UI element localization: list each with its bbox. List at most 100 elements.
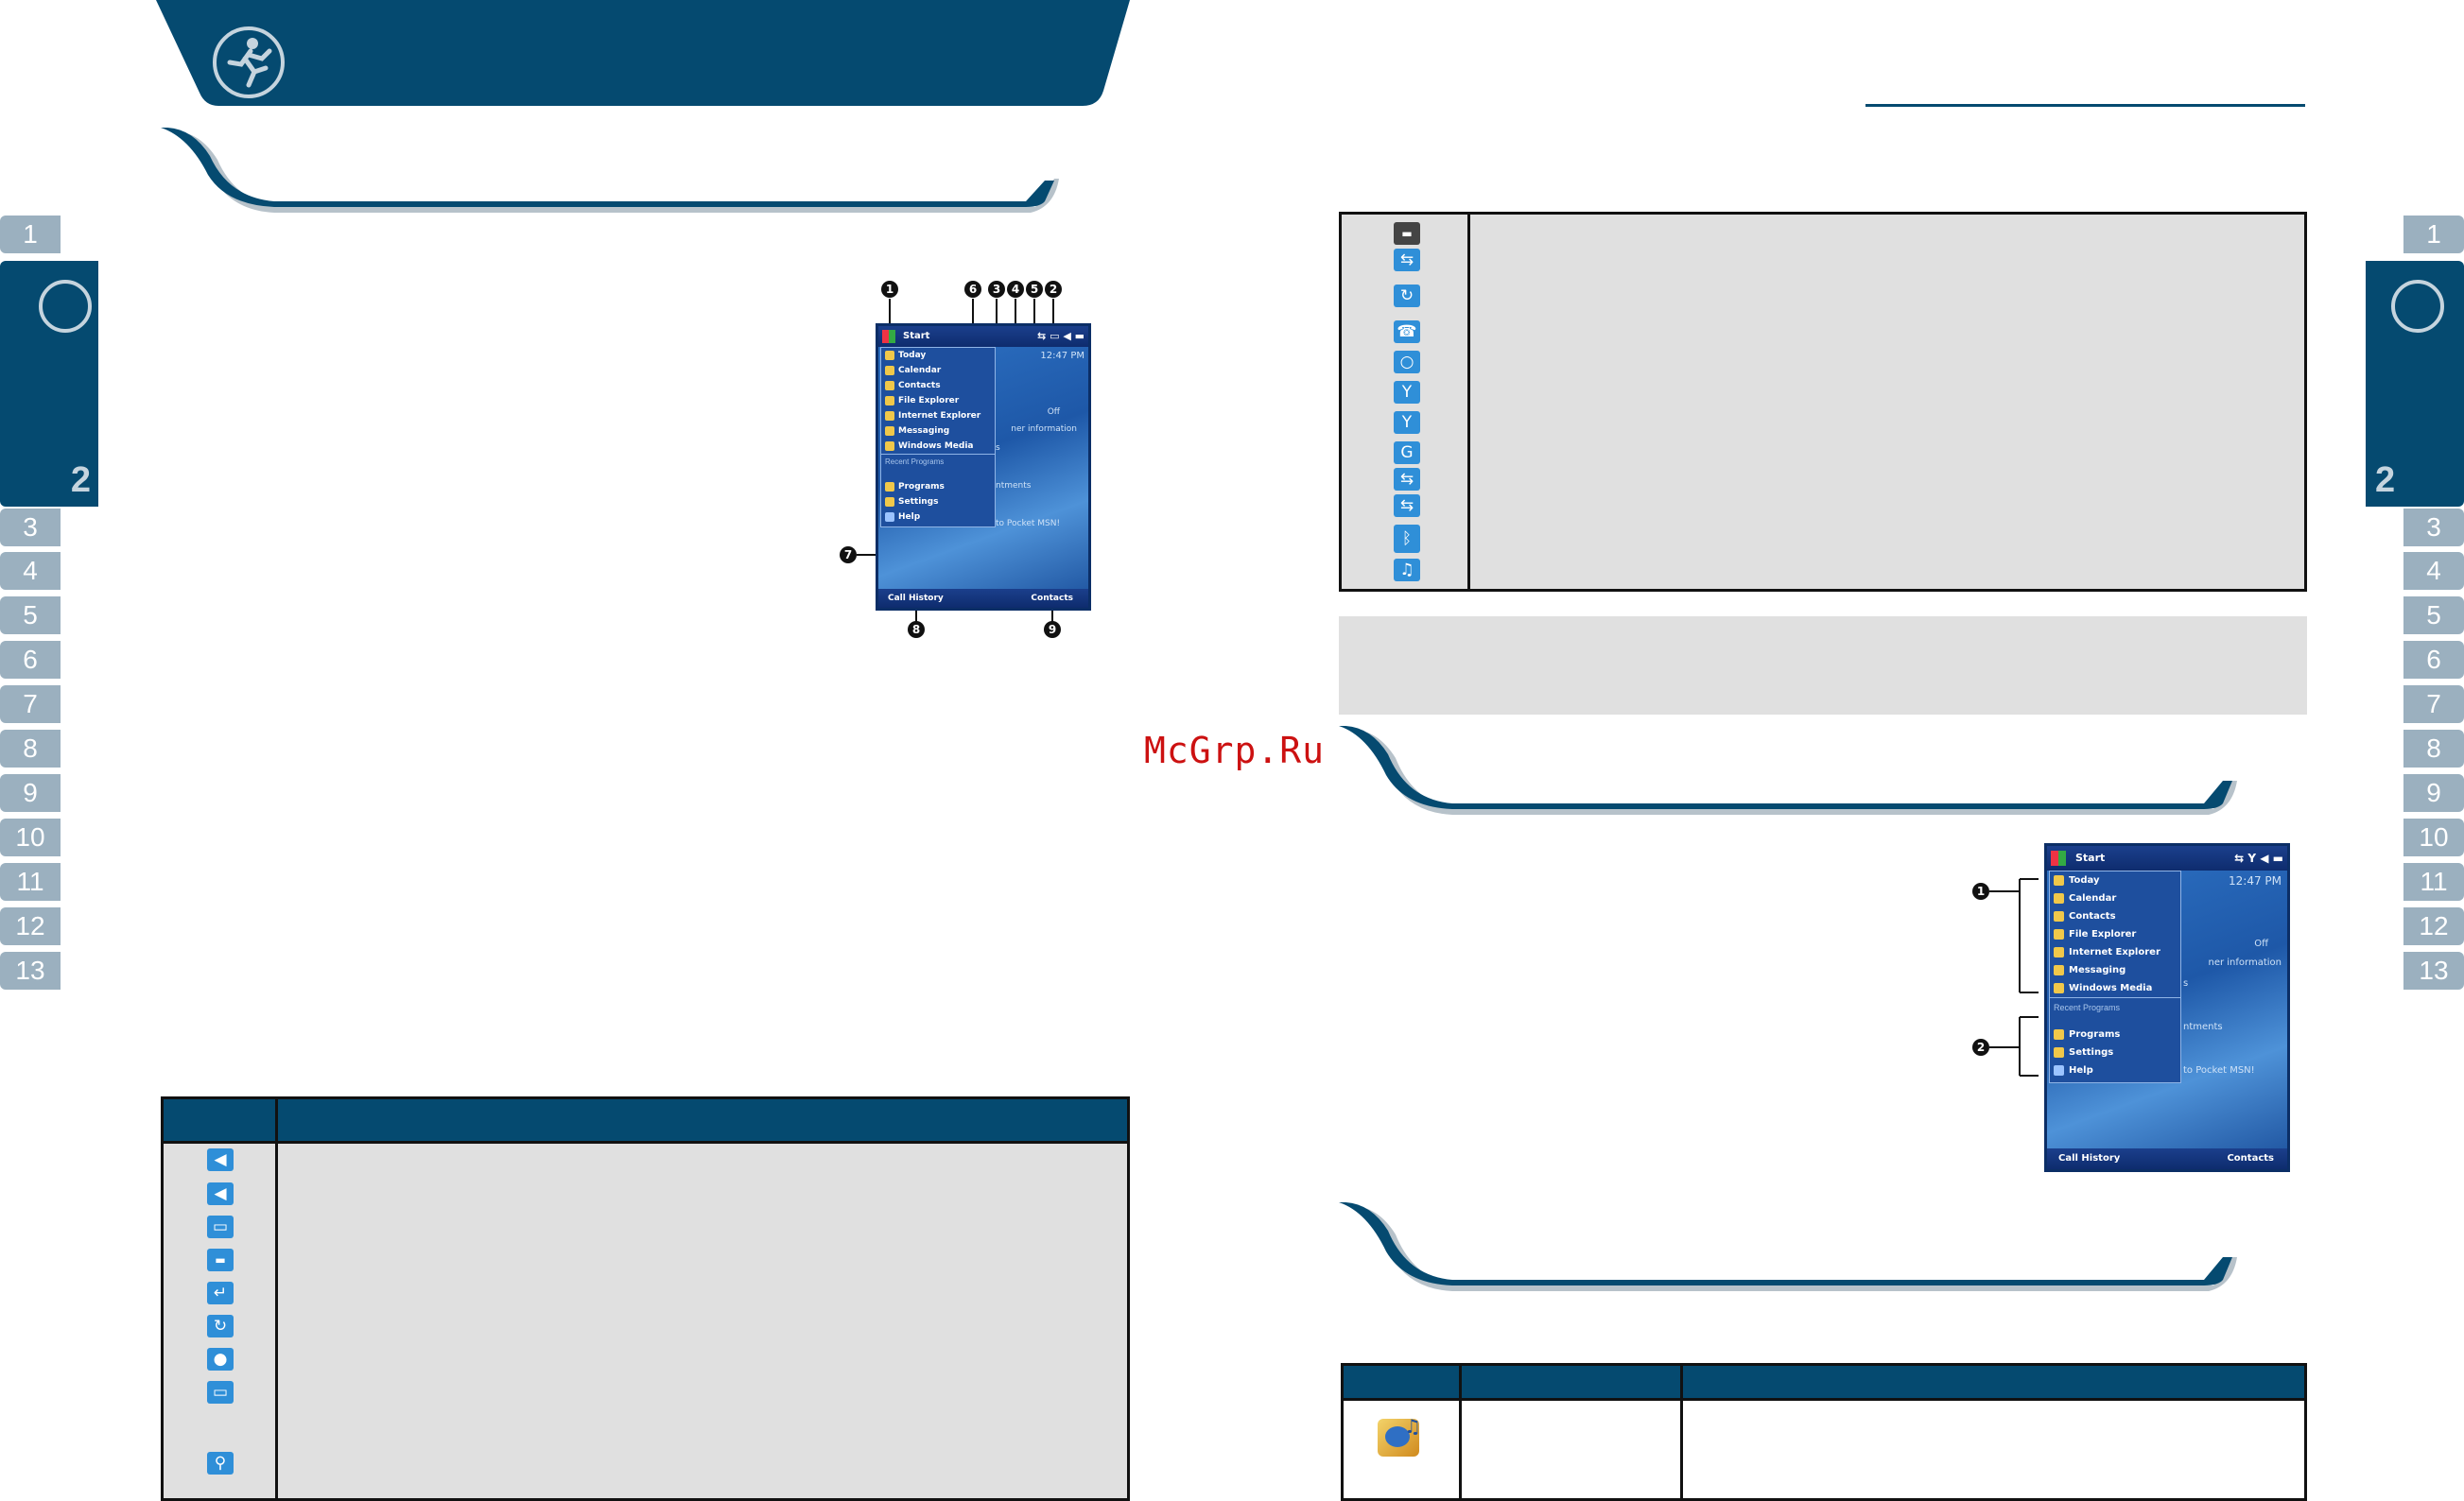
chapter-tab-12[interactable]: 12 <box>0 907 61 945</box>
recent-menu: Programs Settings Help <box>2049 1026 2181 1083</box>
media-player-icon: ♫ <box>1378 1415 1421 1457</box>
callout-3: 3 <box>988 281 1005 298</box>
disconnected-icon: ⇆ <box>1394 468 1420 491</box>
menu-item-help[interactable]: Help <box>881 509 995 525</box>
menu-item-file-explorer[interactable]: File Explorer <box>881 393 995 408</box>
chapter-tab-4[interactable]: 4 <box>0 552 61 590</box>
start-label[interactable]: Start <box>903 331 930 341</box>
table-header-divider <box>275 1099 278 1141</box>
chapter-tab-10[interactable]: 10 <box>2403 819 2464 856</box>
bg-text-1: Off <box>1047 407 1060 417</box>
note-box <box>1339 616 2307 715</box>
chapter-tab-10[interactable]: 10 <box>0 819 61 856</box>
call-icon: ☎ <box>1394 320 1420 343</box>
menu-item-today[interactable]: Today <box>2050 871 2180 889</box>
bracket-lines <box>1989 878 2039 1077</box>
menu-item-calendar[interactable]: Calendar <box>881 363 995 378</box>
menu-item-internet-explorer[interactable]: Internet Explorer <box>2050 943 2180 961</box>
watermark: McGrp.Ru <box>1144 730 1326 771</box>
softkey-contacts[interactable]: Contacts <box>2227 1153 2274 1164</box>
callout-4: 4 <box>1007 281 1024 298</box>
table-column-divider-1 <box>1459 1366 1462 1501</box>
table-header-bottom-line <box>1344 1398 2304 1401</box>
roaming-icon: ↻ <box>207 1315 234 1337</box>
table-header-row <box>164 1099 1127 1141</box>
chapter-tab-8[interactable]: 8 <box>0 730 61 768</box>
menu-item-contacts[interactable]: Contacts <box>2050 907 2180 925</box>
menu-item-calendar[interactable]: Calendar <box>2050 889 2180 907</box>
callout-7: 7 <box>840 546 857 563</box>
chapter-tab-7[interactable]: 7 <box>2403 685 2464 723</box>
no-signal-icon: Y <box>1394 381 1420 404</box>
chapter-tab-5[interactable]: 5 <box>0 596 61 634</box>
chapter-tab-active[interactable]: 2 <box>2366 261 2464 507</box>
media-icon: ♫ <box>1394 559 1420 581</box>
menu-item-internet-explorer[interactable]: Internet Explorer <box>881 408 995 423</box>
chapter-tab-3[interactable]: 3 <box>0 509 61 546</box>
softkey-contacts[interactable]: Contacts <box>1031 594 1073 603</box>
table-header-row <box>1344 1366 2304 1398</box>
today-screen-annotated: Start ⇆ ▭ ◀ ▬ 12:47 PM Off ner informati… <box>876 323 1091 611</box>
chapter-tab-9[interactable]: 9 <box>0 774 61 812</box>
bg-text-3: s <box>2183 978 2189 989</box>
bg-text-1: Off <box>2254 939 2268 949</box>
message-icon: ○ <box>1394 351 1420 373</box>
bg-text-2: ner information <box>1011 424 1077 434</box>
callout-6: 6 <box>964 281 981 298</box>
chapter-tab-6[interactable]: 6 <box>0 641 61 679</box>
chapter-tab-3[interactable]: 3 <box>2403 509 2464 546</box>
start-menu: Today Calendar Contacts File Explorer In… <box>880 347 996 481</box>
chapter-tab-12[interactable]: 12 <box>2403 907 2464 945</box>
section-heading-bar <box>161 128 1059 213</box>
running-man-icon <box>39 280 92 333</box>
menu-item-windows-media[interactable]: Windows Media <box>2050 979 2180 997</box>
contact-icon: ● <box>207 1348 234 1371</box>
chapter-tab-4[interactable]: 4 <box>2403 552 2464 590</box>
start-menu-screen: Start ⇆ Y ◀ ▬ 12:47 PM Off ner informati… <box>2044 843 2290 1172</box>
menu-item-help[interactable]: Help <box>2050 1061 2180 1079</box>
bg-text-5: to Pocket MSN! <box>996 519 1061 528</box>
menu-item-settings[interactable]: Settings <box>2050 1044 2180 1061</box>
chapter-tab-5[interactable]: 5 <box>2403 596 2464 634</box>
callout-1: 1 <box>1972 883 1989 900</box>
chapter-tab-7[interactable]: 7 <box>0 685 61 723</box>
menu-item-windows-media[interactable]: Windows Media <box>881 439 995 454</box>
chapter-tab-13[interactable]: 13 <box>0 952 61 990</box>
bg-text-4: ntments <box>996 481 1032 491</box>
chapter-tab-11[interactable]: 11 <box>2403 863 2464 901</box>
right-icon-table: ▬ ⇆ ↻ ☎ ○ Y Y G ⇆ ⇆ ᛒ ♫ <box>1339 212 2307 592</box>
menu-item-today[interactable]: Today <box>881 348 995 363</box>
chapter-tab-8[interactable]: 8 <box>2403 730 2464 768</box>
softkey-bar: Call History Contacts <box>2047 1148 2287 1169</box>
chapter-tab-6[interactable]: 6 <box>2403 641 2464 679</box>
bg-text-3: s <box>996 443 1000 453</box>
menu-item-programs[interactable]: Programs <box>881 479 995 494</box>
start-label[interactable]: Start <box>2075 852 2106 864</box>
recent-menu: Programs Settings Help <box>880 479 996 527</box>
section-heading-bar <box>1339 1202 2237 1291</box>
chapter-tab-active[interactable]: 2 <box>0 261 98 507</box>
chapter-tab-1[interactable]: 1 <box>0 216 61 253</box>
table-body <box>164 1144 1127 1498</box>
running-man-icon <box>2391 280 2444 333</box>
callout-5: 5 <box>1026 281 1043 298</box>
menu-item-settings[interactable]: Settings <box>881 494 995 509</box>
chapter-tab-1[interactable]: 1 <box>2403 216 2464 253</box>
header-banner <box>156 0 1130 106</box>
softkey-call-history[interactable]: Call History <box>2058 1153 2121 1164</box>
menu-item-file-explorer[interactable]: File Explorer <box>2050 925 2180 943</box>
data-connection-icon: ⇆ <box>1394 249 1420 271</box>
table-column-divider <box>275 1141 278 1498</box>
chapter-tab-9[interactable]: 9 <box>2403 774 2464 812</box>
softkey-call-history[interactable]: Call History <box>888 594 944 603</box>
menu-item-contacts[interactable]: Contacts <box>881 378 995 393</box>
chapter-tab-11[interactable]: 11 <box>0 863 61 901</box>
menu-item-messaging[interactable]: Messaging <box>2050 961 2180 979</box>
windows-flag-icon <box>882 330 895 343</box>
table-column-divider <box>1467 215 1470 589</box>
table-row-bottom-line <box>1344 1498 2304 1501</box>
menu-item-programs[interactable]: Programs <box>2050 1026 2180 1044</box>
chapter-tab-13[interactable]: 13 <box>2403 952 2464 990</box>
menu-item-messaging[interactable]: Messaging <box>881 423 995 439</box>
bg-text-2: ner information <box>2208 958 2282 968</box>
